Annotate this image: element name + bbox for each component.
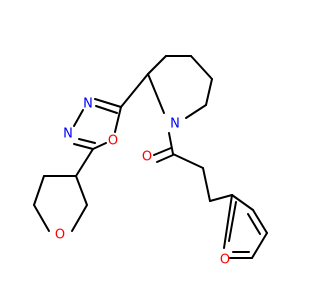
bond-oxadiazole-2 <box>73 109 84 127</box>
bond-chain-furan <box>209 194 233 202</box>
bond-furan-2-double <box>247 213 261 235</box>
bond-furan-3 <box>251 232 268 259</box>
bond-furan-5-double <box>228 201 237 242</box>
bond-piperidine-3 <box>190 55 213 80</box>
bond-furan-2 <box>252 209 268 234</box>
bond-oxane-2 <box>33 175 45 206</box>
bond-furan-5 <box>223 194 233 249</box>
carbonyl-oxygen-label: O <box>142 150 152 165</box>
oxadiazole-ring <box>73 73 149 150</box>
bond-piperidine-oxadiazole <box>120 73 149 108</box>
piperidine-ring <box>147 55 213 119</box>
bond-piperidine-6 <box>147 73 165 114</box>
piperidine-nitrogen-label: N <box>170 117 180 132</box>
oxane-oxygen-label: O <box>55 228 65 243</box>
bond-oxadiazole-1 <box>94 98 122 108</box>
bond-n-carbonyl <box>168 132 174 155</box>
furan-oxygen-label: O <box>220 253 230 268</box>
bond-carbonyl-o-2 <box>156 154 174 163</box>
bond-chain-2 <box>202 167 211 202</box>
bond-piperidine-4 <box>205 78 213 106</box>
bond-oxadiazole-5 <box>114 106 122 133</box>
oxadiazole-nitrogen-1-label: N <box>83 97 93 112</box>
molecule-structure: N O N N O O O <box>33 55 268 268</box>
bond-carbonyl-chain-1 <box>172 153 204 169</box>
bond-oxane-4 <box>71 204 88 232</box>
oxadiazole-oxygen-label: O <box>108 134 118 149</box>
amide-chain <box>153 132 211 202</box>
molecule-diagram: N O N N O O O <box>33 55 268 268</box>
furan-ring <box>209 194 268 259</box>
bond-furan-1 <box>231 194 254 211</box>
bond-oxadiazole-4 <box>92 142 107 150</box>
bond-piperidine-1 <box>147 55 167 75</box>
bond-piperidine-5 <box>185 104 207 119</box>
bond-oxadiazole-3 <box>73 143 94 150</box>
bond-oxadiazole-3-double <box>78 138 96 144</box>
bond-oxadiazole-1-double <box>95 105 118 114</box>
oxane-ring <box>33 148 94 232</box>
bond-oxane-5 <box>75 175 88 206</box>
bond-carbonyl-o-1 <box>153 147 172 156</box>
oxadiazole-nitrogen-2-label: N <box>63 127 73 142</box>
bond-oxadiazole-oxane <box>75 148 94 177</box>
bond-oxane-3 <box>33 204 50 232</box>
